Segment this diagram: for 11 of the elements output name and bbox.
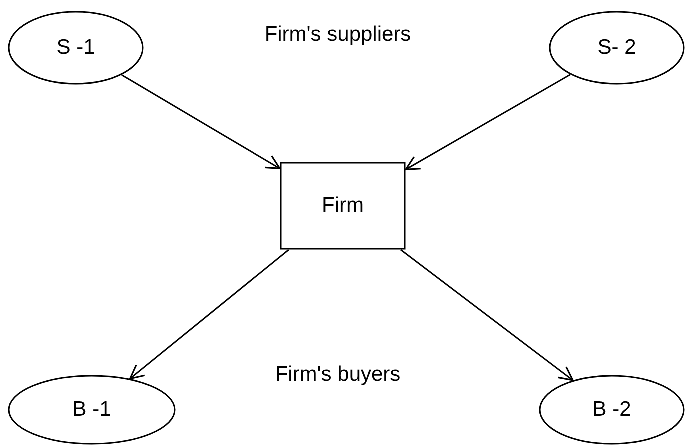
node-label: S -1 — [56, 36, 96, 60]
arrow — [130, 249, 290, 380]
group-label: Firm's buyers — [274, 362, 402, 388]
node-label: B -2 — [592, 398, 632, 422]
group-label: Firm's suppliers — [264, 22, 412, 48]
arrow — [400, 249, 574, 382]
node-label: Firm — [322, 194, 364, 218]
node-label: B -1 — [72, 398, 112, 422]
arrow — [405, 74, 571, 170]
node-label: S- 2 — [598, 36, 636, 60]
arrow — [122, 74, 281, 170]
